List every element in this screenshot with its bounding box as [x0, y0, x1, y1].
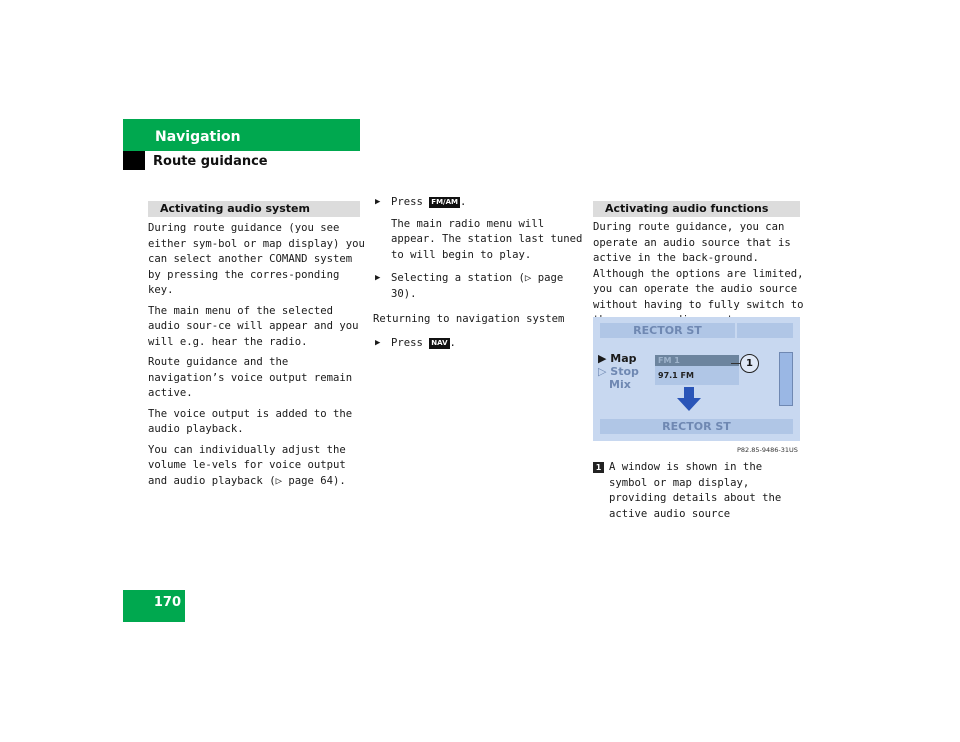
volume-bar: [779, 352, 793, 406]
paragraph: During route guidance (you see either sy…: [148, 222, 365, 296]
legend-number: 1: [593, 462, 604, 473]
menu-item-map: ▶ Map: [598, 352, 637, 365]
page-number: 170: [153, 595, 181, 610]
paragraph: Route guidance and the navigation’s voic…: [148, 356, 353, 399]
header-bar: [123, 119, 360, 151]
menu-item-mix: Mix: [609, 378, 631, 391]
heading-activating-audio-system: Activating audio system: [148, 201, 360, 217]
step-select-station: ▶ Selecting a station (▷ page 30).: [373, 271, 588, 302]
column-1: During route guidance (you see either sy…: [148, 221, 366, 494]
callout-marker: 1: [740, 354, 759, 373]
callout-line: [731, 363, 741, 364]
paragraph: During route guidance, you can operate a…: [593, 221, 804, 326]
page-number-box: [123, 590, 185, 622]
chapter-title: Navigation: [155, 129, 241, 145]
audio-frequency: 97.1 FM: [655, 366, 739, 385]
street-label-bottom: RECTOR ST: [600, 419, 793, 434]
returning-heading: Returning to navigation system: [373, 313, 565, 325]
status-field: [737, 323, 793, 338]
display-illustration: RECTOR ST ▶ Map ▷ Stop Mix FM 1 97.1 FM …: [593, 317, 800, 441]
step-punct: .: [449, 336, 456, 349]
image-code: P82.85-9486-31US: [737, 446, 798, 454]
step-detail: The main radio menu will appear. The sta…: [391, 217, 583, 261]
street-label-top: RECTOR ST: [600, 323, 735, 338]
nav-key-icon: NAV: [429, 337, 450, 349]
paragraph: You can individually adjust the volume l…: [148, 443, 366, 490]
column-2: ▶ Press FM/AM. The main radio menu will …: [373, 195, 588, 357]
paragraph: The voice output is added to the audio p…: [148, 407, 353, 436]
legend-text: A window is shown in the symbol or map d…: [609, 461, 782, 520]
menu-item-stop: ▷ Stop: [598, 365, 639, 378]
step-text: Press: [391, 196, 423, 208]
header-marker: [123, 151, 145, 170]
step-press-fmam: ▶ Press FM/AM.: [373, 195, 588, 211]
paragraph: The main menu of the selected audio sour…: [148, 304, 359, 348]
fm-am-key-icon: FM/AM: [429, 197, 460, 208]
step-text: Press: [391, 336, 423, 349]
bullet-icon: ▶: [375, 337, 381, 348]
page-reference: (▷ page 64).: [269, 474, 346, 487]
arrow-down-icon: [677, 387, 701, 411]
legend-item: 1 A window is shown in the symbol or map…: [593, 460, 803, 522]
audio-band-label: FM 1: [655, 355, 739, 366]
bullet-icon: ▶: [375, 197, 381, 207]
bullet-icon: ▶: [375, 273, 381, 283]
step-punct: .: [459, 196, 467, 208]
step-text: Selecting a station (▷ page 30).: [391, 272, 564, 300]
heading-activating-audio-functions: Activating audio functions: [593, 201, 800, 217]
step-press-nav: ▶ Press NAV.: [373, 336, 588, 352]
section-title: Route guidance: [153, 154, 268, 169]
paragraph-text: You can individually adjust the volume l…: [148, 443, 346, 487]
